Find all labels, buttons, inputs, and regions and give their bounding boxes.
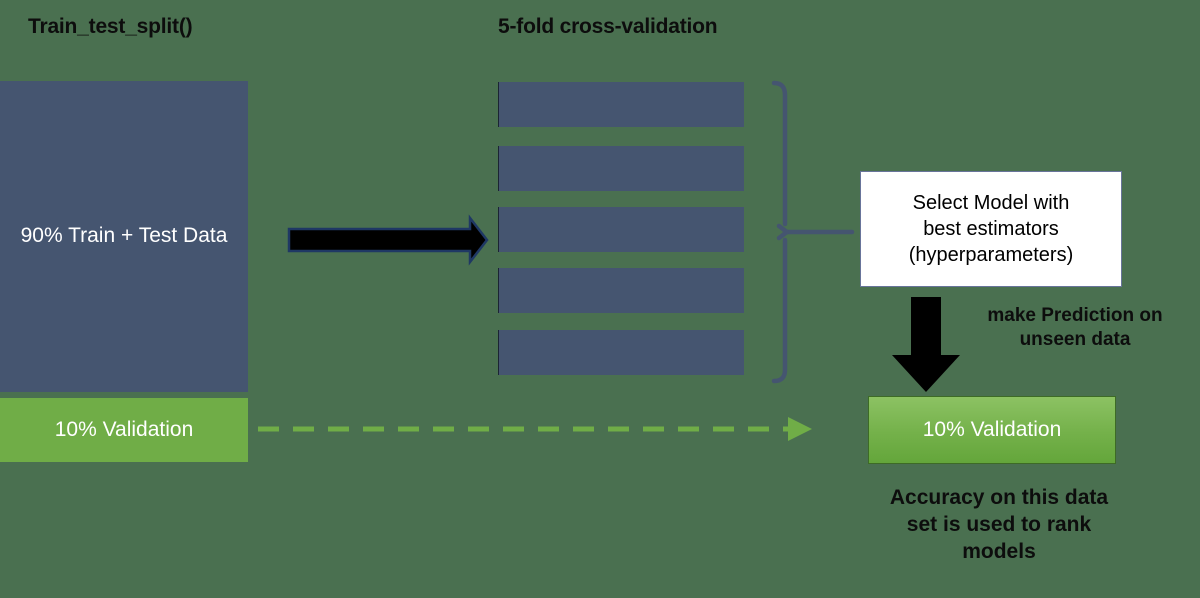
accuracy-caption: Accuracy on this data set is used to ran… <box>858 485 1140 566</box>
make-prediction-line-1: make Prediction on <box>987 305 1163 326</box>
train-test-data-block: 90% Train + Test Data <box>0 81 248 392</box>
make-prediction-caption: make Prediction on unseen data <box>952 304 1198 353</box>
black-right-arrow-icon <box>287 214 489 266</box>
title-5-fold-cross-validation: 5-fold cross-validation <box>498 15 718 38</box>
right-brace-icon <box>771 80 855 384</box>
accuracy-line-2: set is used to rank <box>906 512 1092 536</box>
validation-right-label: 10% Validation <box>922 418 1062 441</box>
fold-bar-2 <box>498 146 744 191</box>
accuracy-line-1: Accuracy on this data <box>889 486 1109 509</box>
fold-bar-3 <box>498 207 744 252</box>
select-model-box: Select Model with best estimators (hyper… <box>860 171 1122 287</box>
green-dashed-arrow-icon <box>258 417 812 441</box>
accuracy-line-3: models <box>962 539 1036 563</box>
validation-left-label: 10% Validation <box>54 417 194 441</box>
select-model-line-2: best estimators <box>923 218 1059 240</box>
black-down-arrow-icon <box>892 297 960 392</box>
title-train-test-split: Train_test_split() <box>28 15 193 38</box>
fold-bar-4 <box>498 268 744 313</box>
select-model-line-1: Select Model with <box>912 192 1070 214</box>
select-model-line-3: (hyperparameters) <box>908 244 1074 266</box>
validation-block-right: 10% Validation <box>868 396 1116 464</box>
validation-block-left: 10% Validation <box>0 398 248 462</box>
make-prediction-line-2: unseen data <box>1019 329 1131 351</box>
fold-bar-1 <box>498 82 744 127</box>
fold-bar-5 <box>498 330 744 375</box>
train-test-data-label: 90% Train + Test Data <box>20 224 228 248</box>
